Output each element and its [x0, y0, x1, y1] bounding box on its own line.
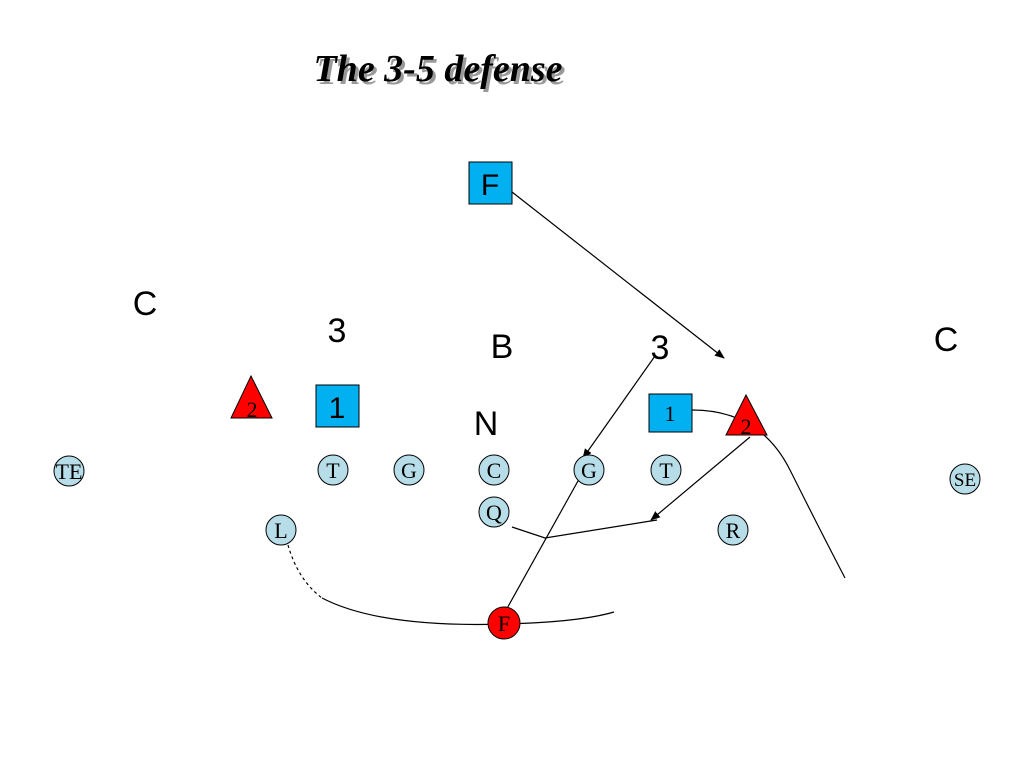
fullback-route [504, 471, 584, 613]
quarterback-marker: Q [478, 496, 510, 528]
free-safety-label: F [481, 169, 499, 202]
tackle-left-label: 1 [329, 392, 346, 425]
page-title: The 3-5 defense [313, 48, 562, 90]
split-end-label: SE [954, 470, 976, 491]
quarterback-label: Q [486, 500, 502, 525]
guard-right-marker: G [573, 454, 605, 486]
left-back-label: L [274, 518, 287, 543]
end-left-marker: 2 [230, 374, 273, 422]
offensive-tackle-right-label: T [659, 458, 673, 483]
free-safety-marker: F [468, 161, 513, 205]
tackle-right-label: 1 [665, 401, 676, 426]
left-back-dashed-route [287, 544, 323, 599]
right-back-marker: R [717, 514, 749, 546]
fullback-marker: F [487, 606, 521, 640]
right-back-label: R [726, 518, 741, 543]
linebacker-read-route [582, 355, 656, 459]
title-shadow: The 3-5 defense [316, 51, 565, 93]
quarterback-route [511, 519, 658, 539]
guard-left-label: G [401, 458, 417, 483]
tackle-right-marker: 1 [648, 393, 693, 433]
guard-right-label: G [581, 458, 597, 483]
offensive-tackle-left-label: T [326, 458, 340, 483]
linebacker-left-label: 3 [328, 312, 347, 350]
free-safety-route [511, 191, 725, 359]
nose-tackle-label: N [474, 405, 499, 443]
fullback-label: F [498, 611, 510, 636]
corner-left-label: C [133, 285, 158, 323]
fullback-sweep-path [321, 597, 615, 626]
offensive-tackle-left-marker: T [317, 454, 349, 486]
end-right-label: 2 [741, 414, 752, 439]
split-end-marker: SE [949, 463, 981, 495]
right-end-contain-path [691, 409, 846, 579]
tight-end-marker: TE [53, 455, 85, 487]
corner-right-label: C [934, 321, 959, 359]
left-back-marker: L [265, 514, 297, 546]
tight-end-label: TE [56, 459, 83, 484]
end-left-label: 2 [247, 397, 258, 422]
end-right-marker: 2 [725, 393, 768, 439]
linebacker-middle-label: B [491, 328, 514, 366]
offensive-tackle-right-marker: T [650, 454, 682, 486]
linebacker-right-label: 3 [651, 329, 670, 367]
center-marker: C [478, 454, 510, 486]
tackle-left-marker: 1 [315, 384, 360, 428]
right-end-route [650, 436, 751, 521]
guard-left-marker: G [393, 454, 425, 486]
center-label: C [487, 458, 502, 483]
